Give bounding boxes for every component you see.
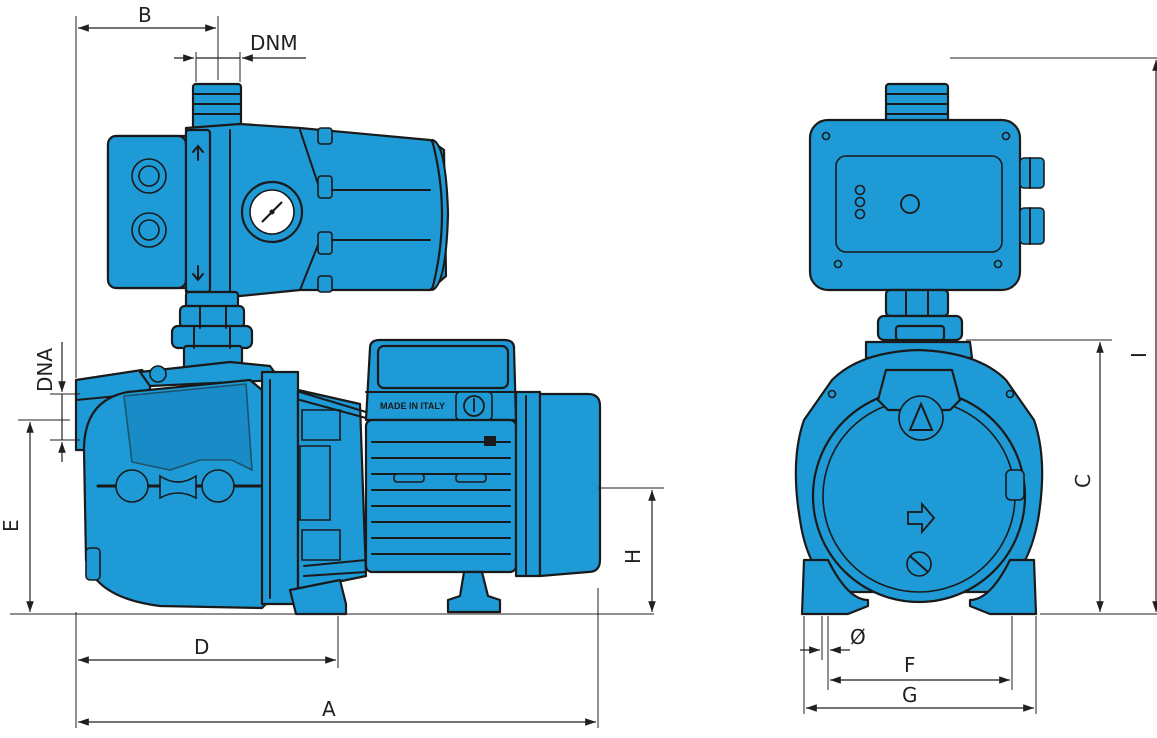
dim-label-c: C	[1071, 474, 1095, 488]
dim-label-b: B	[138, 3, 152, 27]
pump-body-front	[794, 340, 1044, 616]
union-connector-side	[170, 290, 254, 372]
dim-label-f: F	[904, 653, 916, 677]
dim-label-d: D	[194, 635, 209, 659]
dim-label-dnm: DNM	[250, 31, 298, 55]
motor-label: MADE IN ITALY	[380, 401, 445, 411]
dim-label-a: A	[322, 697, 336, 721]
front-view: I C Ø F G	[794, 57, 1157, 714]
motor-side: MADE IN ITALY	[364, 338, 602, 614]
side-view: MADE IN ITALY	[0, 3, 664, 728]
pressure-controller-front	[808, 82, 1045, 292]
pressure-controller-side	[106, 82, 450, 298]
union-connector-front	[876, 288, 964, 342]
dim-label-diameter: Ø	[850, 625, 866, 649]
dim-label-dna: DNA	[33, 348, 57, 392]
dim-label-h: H	[621, 549, 645, 564]
dim-label-i: I	[1127, 352, 1151, 358]
dim-label-g: G	[902, 683, 918, 707]
dim-label-e: E	[0, 519, 23, 532]
pump-body-side	[74, 360, 368, 616]
